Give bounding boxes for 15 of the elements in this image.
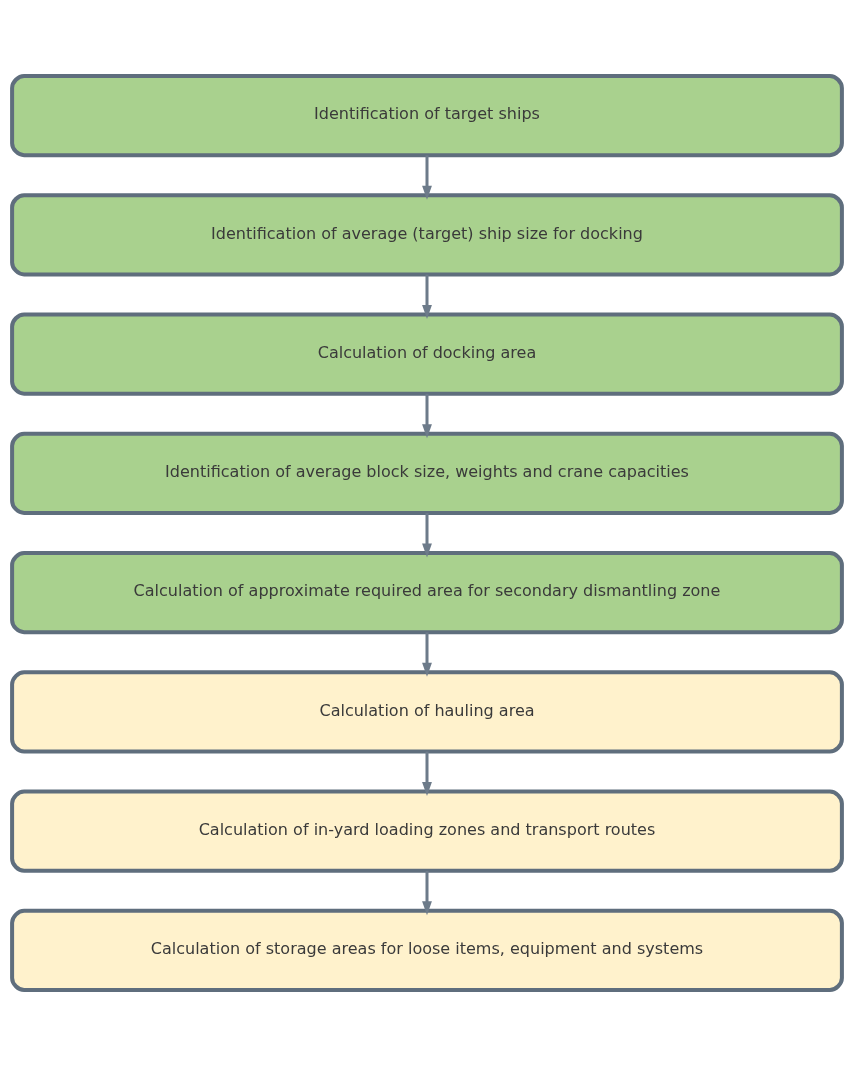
node-box: Identification of target ships	[10, 74, 844, 158]
arrow	[422, 274, 432, 319]
node-box: Identification of average (target) ship size for docking	[10, 193, 844, 277]
arrow	[422, 751, 432, 797]
node-box: Calculation of storage areas for loose items, equipment and systems	[10, 908, 844, 992]
arrow	[422, 155, 432, 200]
node-box: Calculation of approximate required area for secondary dismantling zone	[10, 551, 844, 635]
arrow	[422, 870, 432, 916]
node-box: Calculation of docking area	[10, 312, 844, 396]
arrow	[422, 632, 432, 677]
arrow	[422, 393, 432, 439]
node-box: Calculation of in-yard loading zones and transport routes	[10, 789, 844, 873]
node-box: Identification of average block size, weights and crane capacities	[10, 431, 844, 515]
node-box: Calculation of hauling area	[10, 670, 844, 754]
arrow	[422, 513, 432, 558]
